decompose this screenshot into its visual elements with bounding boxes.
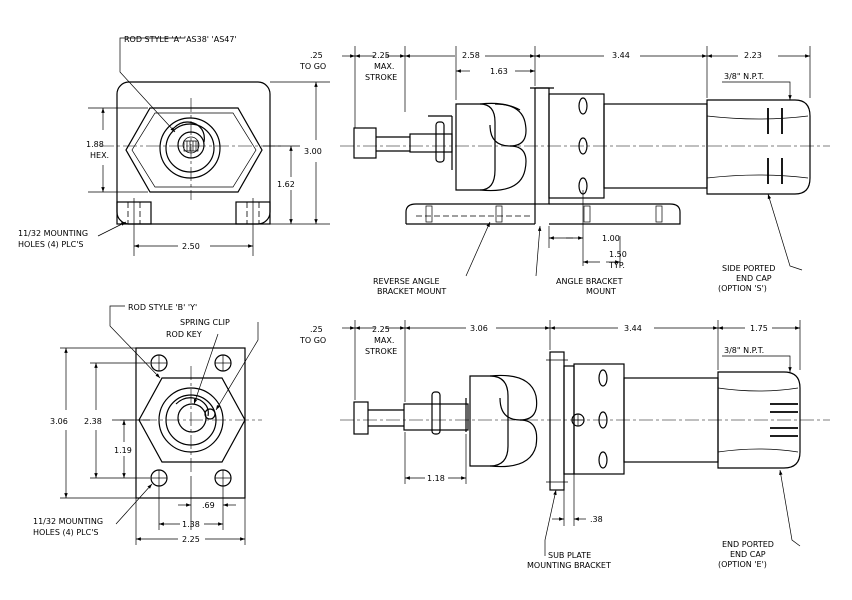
sub-plate-line2: MOUNTING BRACKET <box>527 561 611 570</box>
top-npt-label: 3/8" N.P.T. <box>724 72 764 81</box>
width-dim: 2.50 <box>182 242 200 251</box>
top-go-label: TO GO <box>299 62 326 71</box>
side-ported-line2: END CAP <box>736 274 772 283</box>
bottom-stroke-label2: STROKE <box>365 347 397 356</box>
dim-038: .38 <box>590 515 603 524</box>
top-stroke-label2: STROKE <box>365 73 397 82</box>
bottom-go-label: TO GO <box>299 336 326 345</box>
bottom-height-dim: 3.06 <box>50 417 68 426</box>
side-ported-end-cap <box>706 99 811 195</box>
hex-nut <box>125 107 263 193</box>
top-dim-223: 2.23 <box>744 51 762 60</box>
center-height-dim: 1.62 <box>277 180 295 189</box>
bottom-stroke-dim: 2.25 <box>372 325 390 334</box>
bottom-go-dim: .25 <box>310 325 323 334</box>
end-ported-line1: END PORTED <box>722 540 774 549</box>
rod-style-a-callout: ROD STYLE 'A' 'AS38' 'AS47' <box>124 35 237 44</box>
top-dim-344: 3.44 <box>612 51 630 60</box>
top-dim-258: 2.58 <box>462 51 480 60</box>
gland <box>455 103 496 191</box>
top-typ-label: TYP. <box>608 261 625 270</box>
bottom-dim-344: 3.44 <box>624 324 642 333</box>
dim-069: .69 <box>202 501 215 510</box>
hex-label: HEX. <box>90 151 109 160</box>
dim-119: 1.19 <box>114 446 132 455</box>
dim-118: 1.18 <box>427 474 445 483</box>
reverse-bracket-line1: REVERSE ANGLE <box>373 277 440 286</box>
top-dim-100: 1.00 <box>602 234 620 243</box>
bottom-side-view: .25 TO GO 2.25 MAX. STROKE 3.06 3.44 1.7… <box>299 320 830 570</box>
bottom-mount-holes-line1: 11/32 MOUNTING <box>33 517 103 526</box>
top-stroke-dim: 2.25 <box>372 51 390 60</box>
mounting-plate <box>116 81 271 225</box>
reverse-bracket-line2: BRACKET MOUNT <box>377 287 446 296</box>
top-stroke-label1: MAX. <box>374 62 394 71</box>
top-mount-holes-line2: HOLES (4) PLC'S <box>18 240 83 249</box>
top-dim-150: 1.50 <box>609 250 627 259</box>
end-ported-line2: END CAP <box>730 550 766 559</box>
side-ported-line3: (OPTION 'S') <box>718 284 767 293</box>
bottom-dim-175: 1.75 <box>750 324 768 333</box>
sub-plate-line1: SUB PLATE <box>548 551 591 560</box>
bottom-front-view: ROD STYLE 'B' 'Y' SPRING CLIP ROD KEY 3.… <box>33 303 262 545</box>
bottom-mount-holes-line2: HOLES (4) PLC'S <box>33 528 98 537</box>
top-go-dim: .25 <box>310 51 323 60</box>
hex-dim: 1.88 <box>86 140 104 149</box>
end-ported-line3: (OPTION 'E') <box>718 560 767 569</box>
sub-plate <box>135 347 246 499</box>
top-mount-holes-line1: 11/32 MOUNTING <box>18 229 88 238</box>
end-ported-end-cap <box>717 371 801 469</box>
dim-138: 1.38 <box>182 520 200 529</box>
bottom-dim-306: 3.06 <box>470 324 488 333</box>
height-dim: 3.00 <box>304 147 322 156</box>
rod-end-b <box>177 403 207 433</box>
bottom-stroke-label1: MAX. <box>374 336 394 345</box>
side-ported-line1: SIDE PORTED <box>722 264 775 273</box>
spring-clip-label: SPRING CLIP <box>180 318 230 327</box>
top-dim-163: 1.63 <box>490 67 508 76</box>
top-front-view: ROD STYLE 'A' 'AS38' 'AS47' 1.88 HEX. 3.… <box>18 35 330 256</box>
bottom-npt-label: 3/8" N.P.T. <box>724 346 764 355</box>
rod-style-b-callout: ROD STYLE 'B' 'Y' <box>128 303 197 312</box>
sub-plate-bracket <box>549 351 565 491</box>
angle-bracket-line1: ANGLE BRACKET <box>556 277 623 286</box>
top-side-view: .25 TO GO 2.25 MAX. STROKE 2.58 1.63 3.4… <box>299 46 830 296</box>
dim-238: 2.38 <box>84 417 102 426</box>
angle-bracket-line2: MOUNT <box>586 287 616 296</box>
rod-key-label: ROD KEY <box>166 330 202 339</box>
dim-225: 2.25 <box>182 535 200 544</box>
